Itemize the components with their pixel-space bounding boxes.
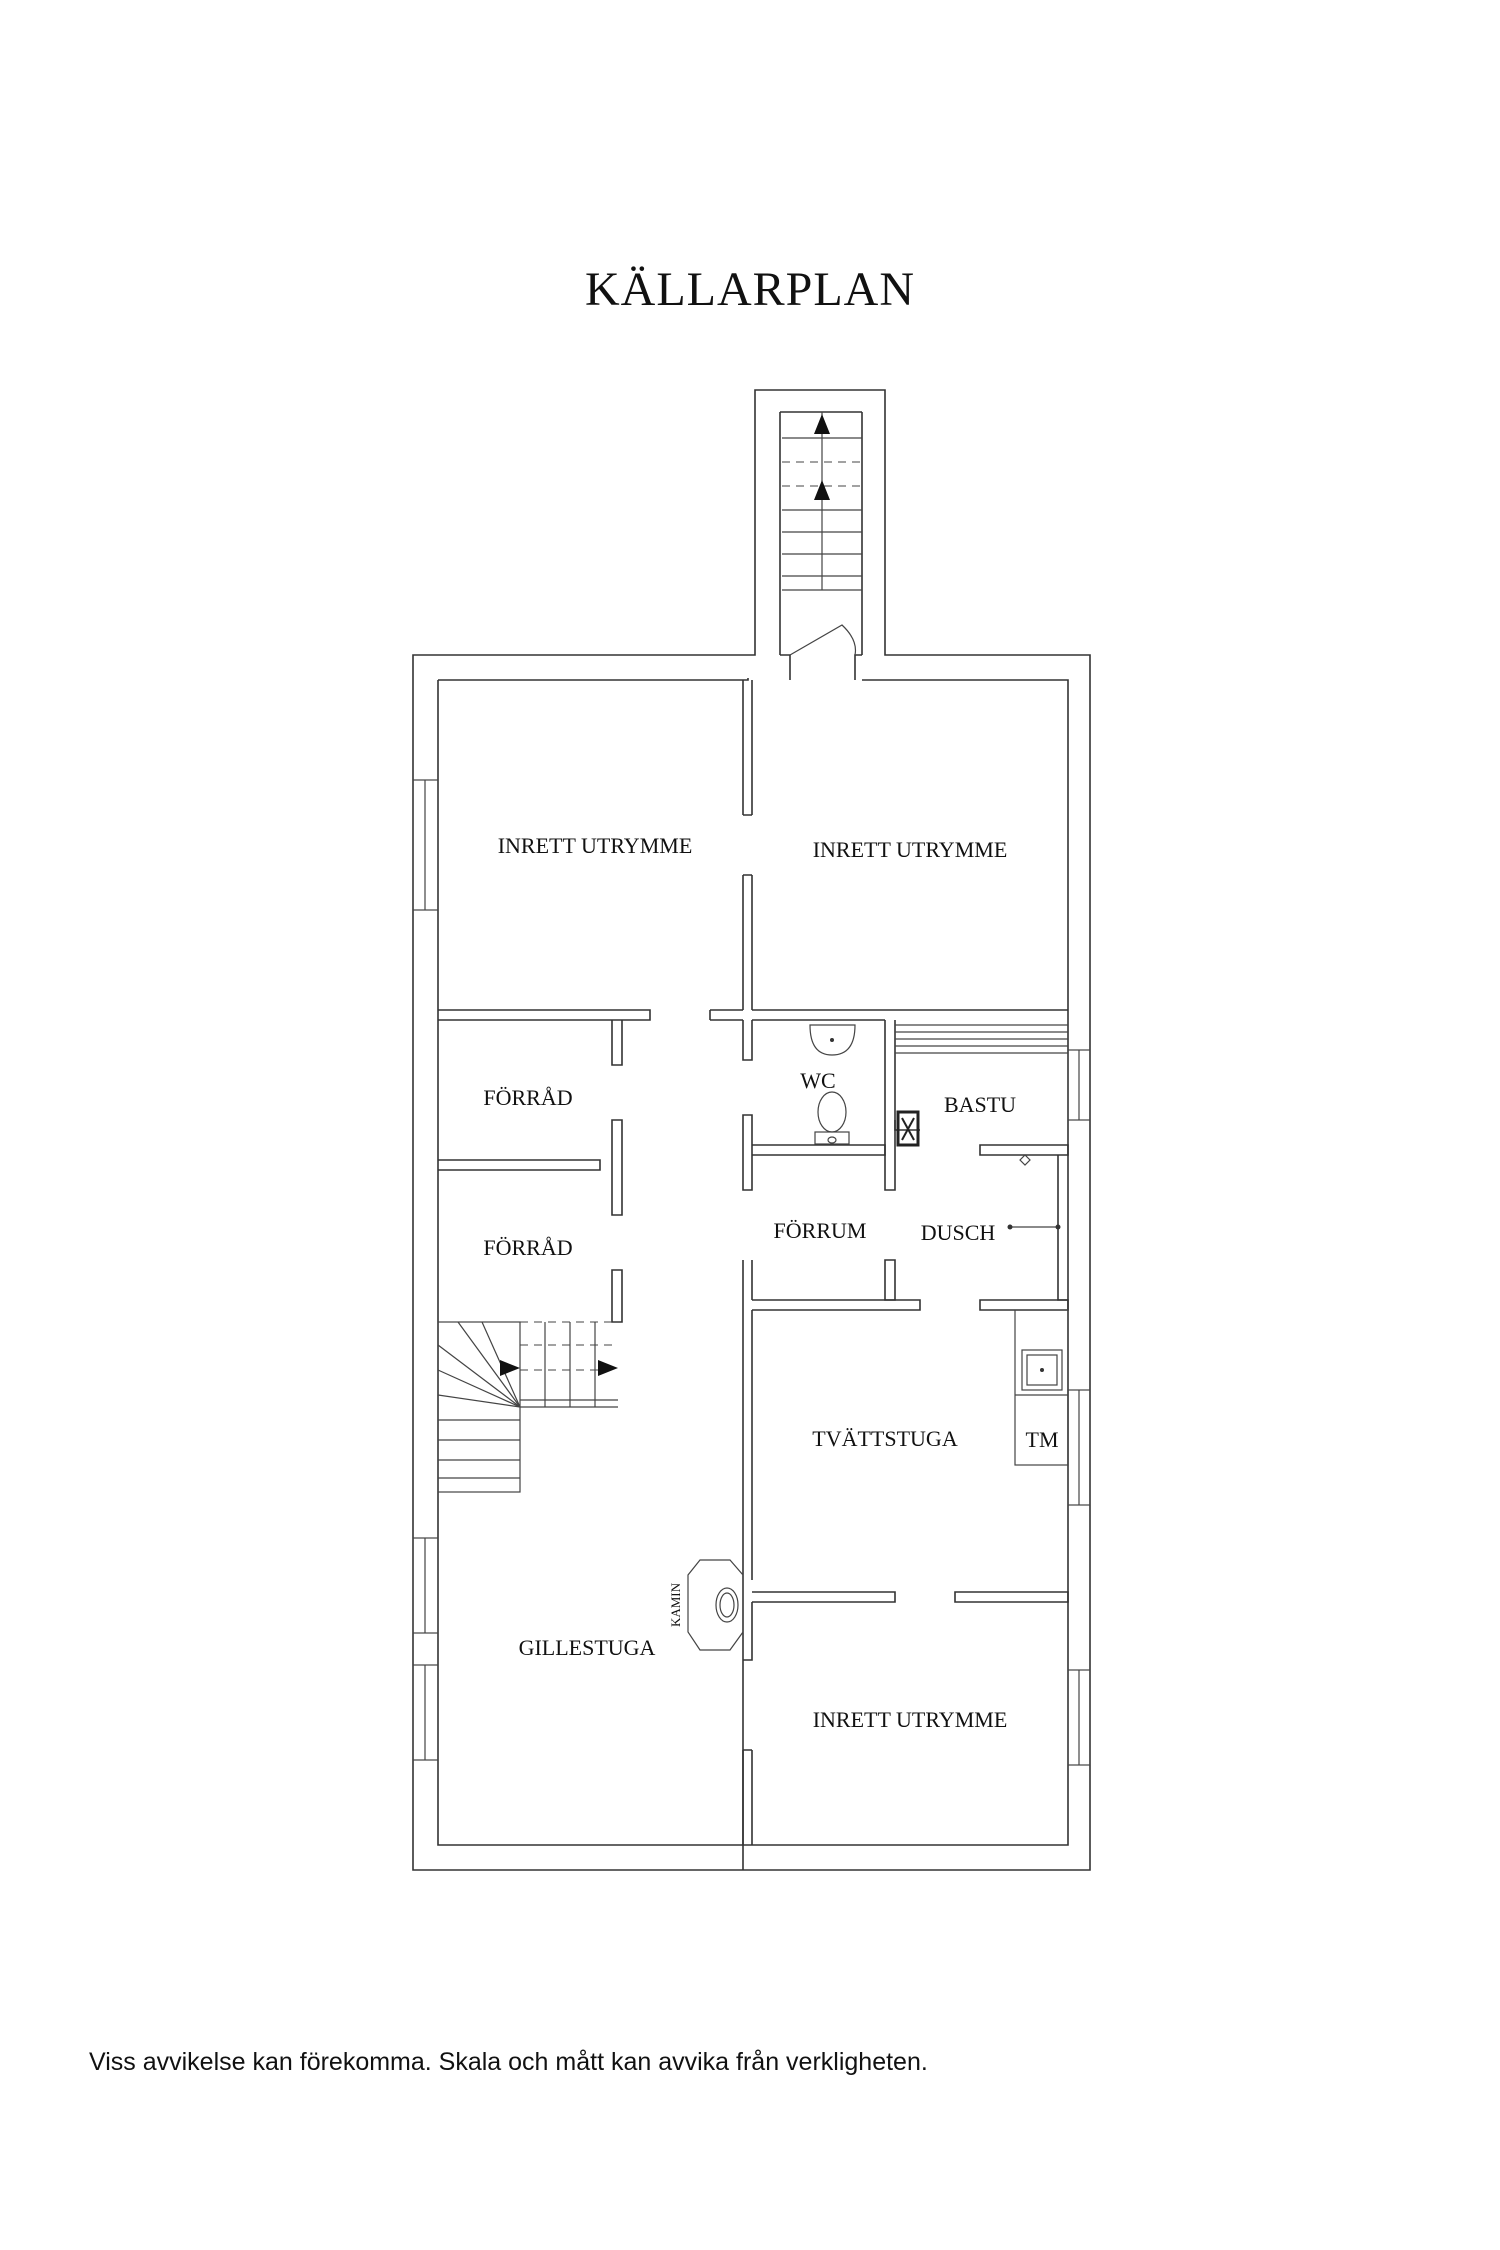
room-label-inrett-top-right: INRETT UTRYMME bbox=[813, 837, 1008, 862]
room-label-tm: TM bbox=[1026, 1427, 1059, 1452]
heater-icon bbox=[896, 1110, 920, 1147]
page-title: KÄLLARPLAN bbox=[585, 263, 915, 316]
stair-arrow-icon bbox=[598, 1360, 618, 1376]
room-label-inrett-bottom-right: INRETT UTRYMME bbox=[813, 1707, 1008, 1732]
kamin-icon bbox=[687, 1559, 744, 1651]
utility-sink-icon bbox=[1021, 1349, 1063, 1391]
room-label-gillestuga: GILLESTUGA bbox=[519, 1635, 656, 1660]
room-label-bastu: BASTU bbox=[944, 1092, 1016, 1117]
room-label-forrad-2: FÖRRÅD bbox=[483, 1235, 572, 1260]
room-label-dusch: DUSCH bbox=[921, 1220, 996, 1245]
room-label-kamin: KAMIN bbox=[668, 1582, 683, 1627]
sink-icon bbox=[809, 1024, 856, 1056]
room-label-wc: WC bbox=[800, 1068, 835, 1093]
wc-fixtures bbox=[809, 1024, 856, 1145]
room-label-tvattstuga: TVÄTTSTUGA bbox=[812, 1426, 958, 1451]
interior-walls bbox=[438, 680, 1069, 1870]
interior-stair bbox=[437, 1321, 618, 1493]
exterior-stair bbox=[782, 412, 862, 656]
room-label-forrad-1: FÖRRÅD bbox=[483, 1085, 572, 1110]
room-label-inrett-top-left: INRETT UTRYMME bbox=[498, 833, 693, 858]
stair-arrow-icon bbox=[814, 480, 830, 500]
room-labels: INRETT UTRYMME INRETT UTRYMME FÖRRÅD FÖR… bbox=[483, 833, 1058, 1732]
toilet-icon bbox=[817, 1091, 847, 1133]
stair-arrow-icon bbox=[814, 414, 830, 434]
disclaimer-text: Viss avvikelse kan förekomma. Skala och … bbox=[89, 2048, 928, 2076]
windows bbox=[412, 779, 1091, 1766]
stair-arrow-icon bbox=[500, 1360, 520, 1376]
room-label-forrum: FÖRRUM bbox=[774, 1218, 867, 1243]
shower-icon bbox=[1007, 1154, 1061, 1230]
